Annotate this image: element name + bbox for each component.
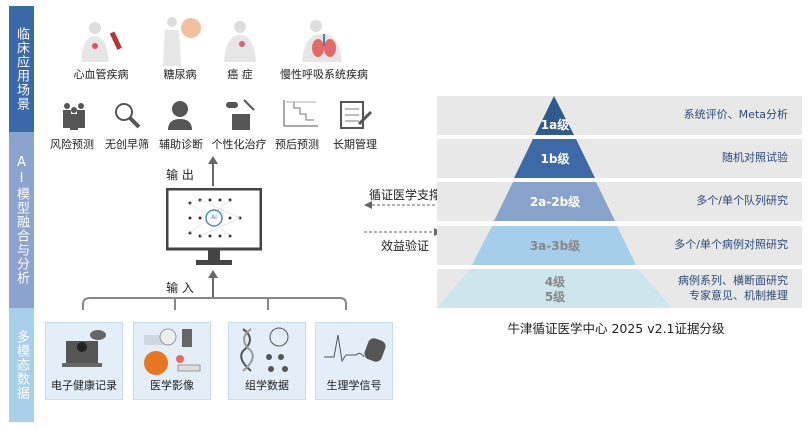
task-label: 无创早筛 — [105, 138, 149, 151]
validation-arrow — [364, 228, 442, 236]
dna-cells-icon — [240, 327, 289, 372]
checklist-icon — [340, 101, 373, 129]
evidence-row-1b: 随机对照试验 — [437, 139, 802, 178]
level-3: 3a-3b级 — [529, 239, 581, 253]
data-source-label: 生理学信号 — [326, 379, 382, 392]
level-4: 4级 — [544, 275, 566, 289]
medical-imaging-icon — [144, 328, 201, 375]
evidence-desc: 多个/单个病例对照研究 — [674, 238, 788, 251]
crowd-icon — [63, 103, 85, 130]
level-5: 5级 — [544, 290, 566, 304]
level-1b: 1b级 — [540, 152, 570, 166]
evidence-pyramid — [437, 96, 672, 308]
task-label: 辅助诊断 — [159, 138, 203, 151]
task-label: 个性化治疗 — [211, 138, 267, 151]
heart-person-icon — [81, 22, 122, 62]
sidebar-label: 多模态数据 — [14, 330, 29, 400]
lungs-person-icon — [302, 20, 342, 62]
data-source-physiological: 生理学信号 — [315, 322, 393, 400]
data-source-label: 组学数据 — [245, 379, 289, 392]
data-source-label: 电子健康记录 — [51, 379, 117, 392]
disease-label: 糖尿病 — [163, 68, 197, 81]
pyramid-layer-2 — [494, 182, 615, 221]
disease-label: 心血管疾病 — [73, 68, 129, 81]
validation-label: 效益验证 — [380, 239, 430, 253]
data-source-label: 医学影像 — [150, 379, 194, 392]
evidence-desc: 病例系列、横断面研究 — [678, 274, 788, 287]
evidence-desc: 系统评价、Meta分析 — [683, 108, 788, 121]
pills-hospital-icon — [226, 99, 255, 130]
sidebar-data: 多模态数据 — [9, 308, 34, 422]
doctor-icon — [168, 101, 192, 130]
level-1a: 1a级 — [540, 118, 570, 132]
input-label: 输 入 — [166, 281, 194, 295]
diabetes-person-icon — [163, 17, 201, 66]
support-label: 循证医学支撑 — [368, 188, 442, 202]
output-label: 输 出 — [166, 168, 194, 182]
evidence-desc: 随机对照试验 — [722, 151, 788, 164]
ai-monitor-icon — [166, 188, 262, 265]
output-arrow — [208, 156, 218, 186]
evidence-row-1a: 系统评价、Meta分析 — [437, 96, 802, 135]
disease-label: 慢性呼吸系统疾病 — [280, 68, 368, 81]
pyramid-layer-1a — [535, 96, 574, 135]
sidebar-label: AI模型融合与分析 — [14, 155, 29, 285]
task-label: 风险预测 — [50, 138, 94, 151]
data-source-ehr: 电子健康记录 — [45, 322, 123, 400]
evidence-desc: 专家意见、机制推理 — [689, 289, 788, 302]
pyramid-layer-45 — [437, 269, 672, 308]
magnifier-icon — [115, 103, 141, 129]
data-source-omics: 组学数据 — [228, 322, 306, 400]
ai-badge: AI — [211, 214, 217, 221]
pyramid-title: 牛津循证医学中心 2025 v2.1证据分级 — [507, 321, 725, 336]
data-source-imaging: 医学影像 — [133, 322, 211, 400]
survival-curve-icon — [283, 100, 318, 127]
pyramid-layer-1b — [514, 139, 595, 178]
ecg-watch-icon — [324, 334, 386, 363]
evidence-desc: 多个/单个队列研究 — [696, 194, 788, 207]
level-2: 2a-2b级 — [529, 195, 581, 209]
sidebar-clinical: 临床应用场景 — [9, 6, 34, 132]
task-label: 长期管理 — [333, 138, 377, 151]
disease-label: 癌 症 — [227, 68, 253, 81]
task-label: 预后预测 — [275, 138, 319, 151]
pyramid-layer-3 — [472, 226, 636, 265]
sidebar-ai: AI模型融合与分析 — [9, 132, 34, 308]
input-connector — [82, 270, 347, 310]
sidebar-label: 临床应用场景 — [14, 27, 29, 111]
cancer-person-icon — [224, 21, 256, 62]
support-arrow — [364, 201, 442, 209]
laptop-doctor-icon — [62, 330, 106, 367]
